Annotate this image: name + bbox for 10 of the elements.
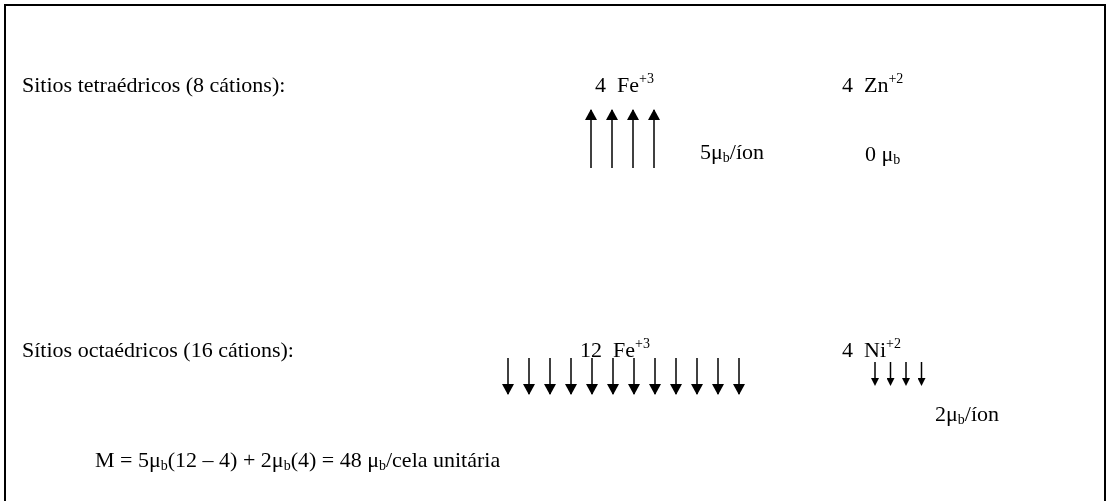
moment-label: 5μ$_{b}$/íon <box>700 139 765 165</box>
formula-text: M = 5μ$_{b}$(12 – 4) + 2μ$_{b}$(4) = 48 μ$_{b}$/cela unitária <box>95 447 501 473</box>
moment-label: 0 μ$_{b}$ <box>865 141 901 167</box>
site-heading: Sítios octaédricos (16 cátions): <box>22 337 294 363</box>
ion-label: 4 Fe$^{+3}$ <box>595 72 654 98</box>
site-heading: Sitios tetraédricos (8 cátions): <box>22 72 286 98</box>
moment-label: 2μ$_{b}$/íon <box>935 401 1000 427</box>
ion-label: 4 Ni$^{+2}$ <box>842 337 901 363</box>
ion-label: 12 Fe$^{+3}$ <box>580 337 650 363</box>
ion-label: 4 Zn$^{+2}$ <box>842 72 904 98</box>
